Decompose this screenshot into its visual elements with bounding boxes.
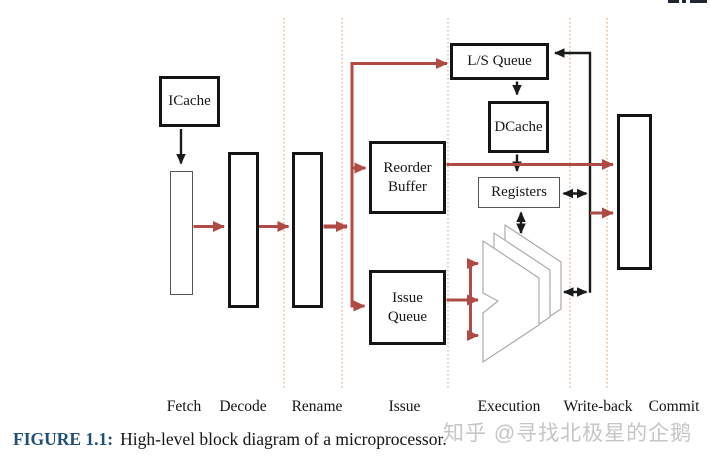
- issue-queue-label: Issue Queue: [387, 290, 428, 325]
- stage-label-fetch: Fetch: [166, 398, 202, 415]
- figure-caption-text: High-level block diagram of a microproce…: [120, 429, 447, 449]
- issue-queue-block: Issue Queue: [369, 270, 446, 345]
- load-store-queue-label: L/S Queue: [467, 53, 532, 70]
- reorder-buffer-block: Reorder Buffer: [369, 141, 446, 214]
- stage-label-issue: Issue: [388, 398, 421, 415]
- stage-label-execution: Execution: [477, 398, 541, 415]
- stage-label-commit: Commit: [648, 398, 700, 415]
- stage-label-write-back: Write-back: [563, 398, 633, 415]
- fetch-latch-block: [170, 171, 193, 295]
- stage-divider-lines: [283, 18, 608, 388]
- execution-units-icon: [482, 224, 562, 363]
- registers-block: Registers: [478, 177, 560, 208]
- cropped-header-text-fragment: [668, 0, 679, 3]
- load-store-queue-block: L/S Queue: [450, 43, 549, 80]
- figure-caption-number: FIGURE 1.1:: [13, 429, 114, 449]
- dcache-label: DCache: [494, 118, 543, 135]
- cropped-header-text-fragment: [690, 0, 707, 3]
- cropped-header-text-fragment: [682, 0, 686, 3]
- icache-block: ICache: [159, 76, 220, 127]
- registers-label: Registers: [491, 184, 547, 201]
- reorder-buffer-label: Reorder Buffer: [383, 160, 432, 195]
- stage-label-decode: Decode: [219, 398, 267, 415]
- icache-label: ICache: [168, 93, 211, 110]
- decode-latch-block: [228, 152, 259, 308]
- zhihu-watermark: 知乎 @寻找北极星的企鹅: [443, 422, 693, 445]
- commit-latch-block: [617, 114, 652, 270]
- stage-label-rename: Rename: [291, 398, 343, 415]
- red-datapath: [193, 58, 614, 341]
- rename-latch-block: [292, 152, 323, 308]
- figure-caption: FIGURE 1.1: High-level block diagram of a…: [13, 429, 703, 450]
- dcache-block: DCache: [488, 101, 549, 153]
